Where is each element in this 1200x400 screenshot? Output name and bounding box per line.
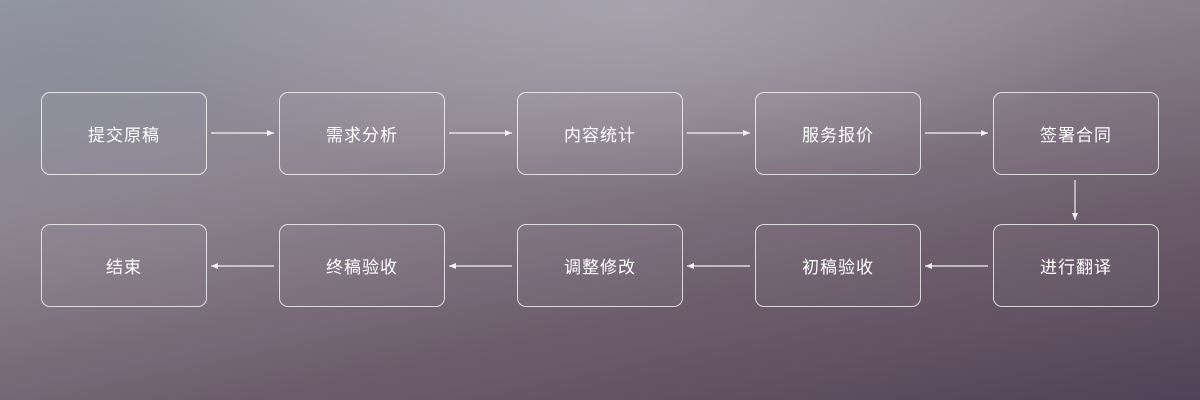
step-label: 签署合同 (1040, 126, 1112, 146)
step-requirement-analysis: 需求分析 (279, 92, 445, 175)
step-label: 服务报价 (802, 126, 874, 146)
step-label: 内容统计 (564, 126, 636, 146)
step-label: 结束 (106, 258, 142, 278)
step-sign-contract: 签署合同 (993, 92, 1159, 175)
step-label: 进行翻译 (1040, 258, 1112, 278)
step-label: 初稿验收 (802, 258, 874, 278)
step-label: 终稿验收 (326, 258, 398, 278)
step-adjust-revise: 调整修改 (517, 224, 683, 307)
step-submit-manuscript: 提交原稿 (41, 92, 207, 175)
step-label: 调整修改 (564, 258, 636, 278)
step-label: 提交原稿 (88, 126, 160, 146)
step-label: 需求分析 (326, 126, 398, 146)
step-end: 结束 (41, 224, 207, 307)
step-content-statistics: 内容统计 (517, 92, 683, 175)
step-draft-acceptance: 初稿验收 (755, 224, 921, 307)
step-final-acceptance: 终稿验收 (279, 224, 445, 307)
step-service-quote: 服务报价 (755, 92, 921, 175)
step-translate: 进行翻译 (993, 224, 1159, 307)
